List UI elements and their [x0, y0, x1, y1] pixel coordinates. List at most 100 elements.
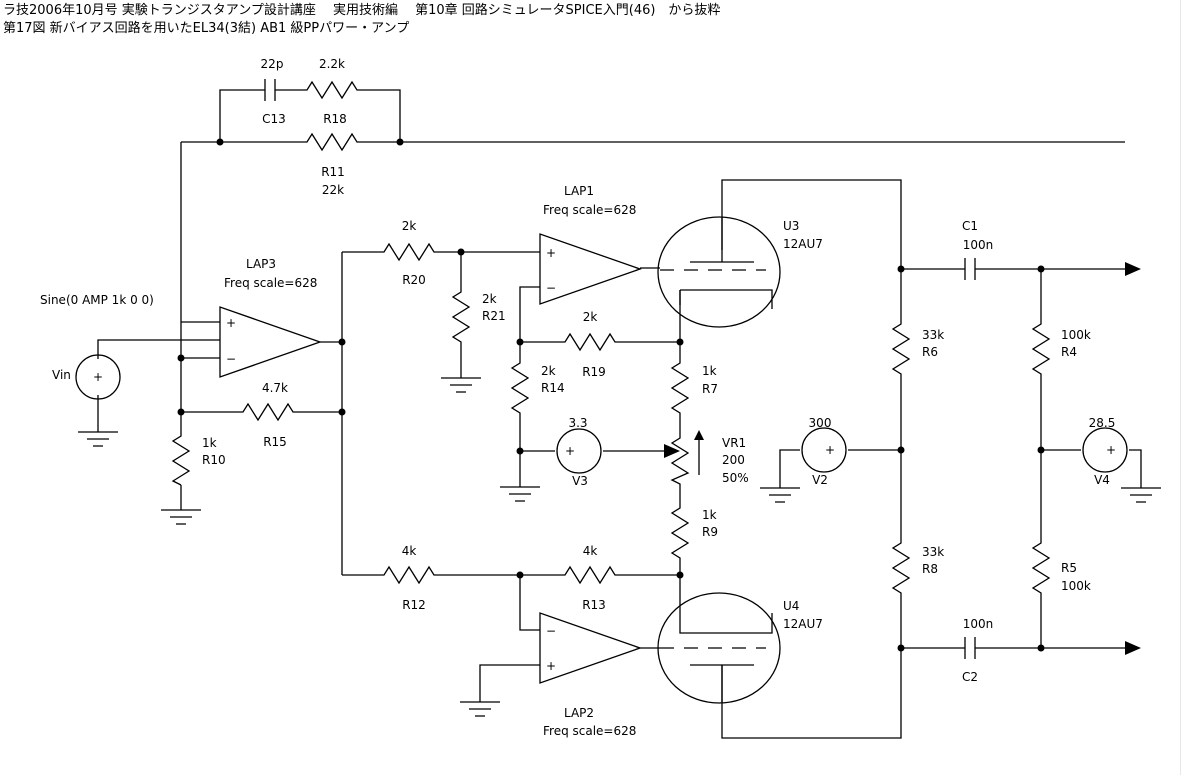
wires [97, 89, 1142, 739]
v3-name: V3 [572, 474, 588, 488]
r20-name: R20 [402, 273, 426, 287]
junction-dot [516, 447, 524, 455]
r13-name: R13 [582, 598, 606, 612]
wiper-arrow [664, 444, 680, 458]
r7-value: 1k [702, 364, 717, 378]
resistor-r12: 4k R12 [378, 544, 440, 612]
output-arrow-bottom [1125, 641, 1141, 655]
v2-plus: + [825, 443, 835, 457]
lap3-minus: − [226, 352, 236, 366]
junction-dot [216, 138, 224, 146]
resistor-r5: R5 100k [1031, 537, 1091, 598]
r4-name: R4 [1061, 345, 1077, 359]
ground-symbols [78, 377, 1161, 717]
r15-name: R15 [263, 435, 287, 449]
opamp-lap3: + − LAP3 Freq scale=628 [219, 257, 322, 378]
ground-icon [441, 377, 481, 393]
junction-dot [396, 138, 404, 146]
source-v3: + 3.3 V3 [556, 416, 602, 488]
c2-value: 100n [963, 617, 994, 631]
r19-name: R19 [582, 365, 606, 379]
resistor-r18: 2.2k R18 [301, 57, 363, 126]
r7-name: R7 [702, 382, 718, 396]
v4-value: 28.5 [1089, 416, 1116, 430]
lap1-name: LAP1 [564, 184, 594, 198]
u4-name: U4 [783, 599, 799, 613]
junction-dot [1037, 446, 1045, 454]
c13-value: 22p [261, 57, 284, 71]
ground-icon [78, 431, 118, 447]
r20-value: 2k [402, 219, 417, 233]
r14-name: R14 [541, 381, 565, 395]
junction-dot [676, 571, 684, 579]
r13-value: 4k [583, 544, 598, 558]
resistor-r21: 2k R21 [451, 286, 506, 348]
source-v4: + 28.5 V4 [1082, 416, 1128, 487]
opamp-lap1: + − LAP1 Freq scale=628 [539, 184, 642, 305]
r4-value: 100k [1061, 328, 1091, 342]
r18-value: 2.2k [319, 57, 345, 71]
figure-header: ラ技2006年10月号 実験トランジスタアンプ設計講座 実用技術編 第10章 回… [3, 2, 720, 38]
r5-value: 100k [1061, 579, 1091, 593]
r10-value: 1k [202, 436, 217, 450]
r15-value: 4.7k [262, 381, 288, 395]
junction-dot [676, 338, 684, 346]
r11-value: 22k [322, 183, 344, 197]
resistor-r14: 2k R14 [510, 357, 565, 417]
header-line-2: 第17図 新バイアス回路を用いたEL34(3結) AB1 級PPパワー・アンプ [3, 21, 410, 36]
capacitor-c2: 100n C2 [959, 617, 993, 684]
vr1-setting: 50% [722, 471, 749, 485]
ground-icon [500, 486, 540, 502]
output-arrow-top [1125, 262, 1141, 276]
lap3-name: LAP3 [246, 257, 276, 271]
u3-model: 12AU7 [783, 237, 823, 251]
adjust-arrow [694, 430, 704, 440]
resistor-r13: 4k R13 [559, 544, 621, 612]
vin-plus: + [93, 370, 103, 384]
junction-dot [897, 446, 905, 454]
resistor-r4: 100k R4 [1031, 318, 1091, 380]
lap1-minus: − [546, 281, 556, 295]
vin-param: Sine(0 AMP 1k 0 0) [40, 293, 154, 307]
capacitor-c13: 22p C13 [258, 57, 286, 126]
source-vin: + Vin Sine(0 AMP 1k 0 0) [40, 293, 154, 400]
source-v2: + 300 V2 [801, 416, 847, 487]
r12-value: 4k [402, 544, 417, 558]
junction-dot [338, 338, 346, 346]
r12-name: R12 [402, 598, 426, 612]
r19-value: 2k [583, 310, 598, 324]
v4-name: V4 [1094, 473, 1110, 487]
resistor-r20: 2k R20 [378, 219, 440, 287]
v3-plus: + [565, 444, 575, 458]
vin-name: Vin [52, 368, 71, 382]
r14-value: 2k [541, 364, 556, 378]
opamp-lap2: − + LAP2 Freq scale=628 [539, 612, 642, 738]
junction-dot [516, 571, 524, 579]
junction-dot [457, 248, 465, 256]
u3-name: U3 [783, 219, 799, 233]
r6-name: R6 [922, 345, 938, 359]
c2-name: C2 [962, 670, 978, 684]
r21-value: 2k [482, 292, 497, 306]
lap1-param: Freq scale=628 [543, 203, 636, 217]
resistor-r10: 1k R10 [171, 430, 226, 486]
c1-name: C1 [962, 219, 978, 233]
lap3-param: Freq scale=628 [224, 276, 317, 290]
ground-icon [161, 509, 201, 525]
r8-value: 33k [922, 545, 944, 559]
r21-name: R21 [482, 309, 506, 323]
resistor-r7: 1k R7 [670, 357, 718, 417]
lap2-minus: − [546, 624, 556, 638]
lap2-param: Freq scale=628 [543, 724, 636, 738]
r11-name: R11 [321, 165, 345, 179]
tube-u4: U4 12AU7 [657, 592, 823, 704]
ground-icon [460, 701, 500, 717]
resistor-r8: 33k R8 [891, 537, 944, 598]
r10-name: R10 [202, 453, 226, 467]
r9-name: R9 [702, 525, 718, 539]
v4-plus: + [1106, 443, 1116, 457]
junction-dot [897, 265, 905, 273]
resistor-r6: 33k R6 [891, 318, 944, 380]
v3-value: 3.3 [568, 416, 587, 430]
resistor-r15: 4.7k R15 [237, 381, 299, 449]
